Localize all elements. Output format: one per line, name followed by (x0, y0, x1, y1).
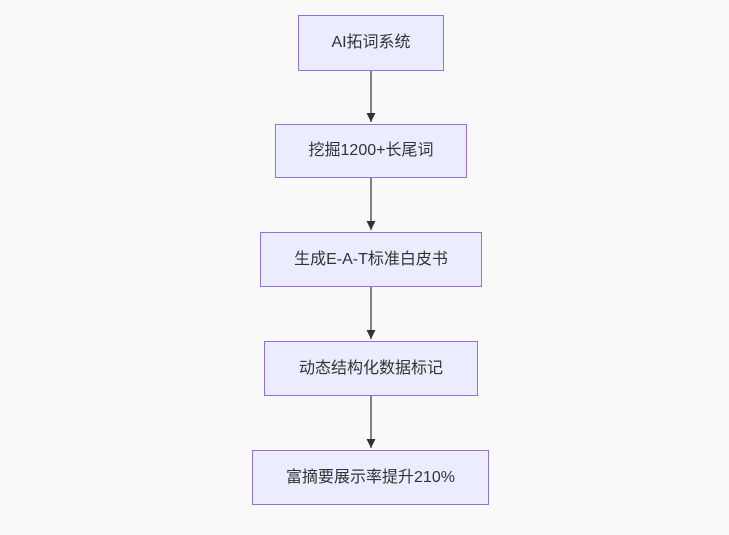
flow-node-structured-data: 动态结构化数据标记 (264, 341, 478, 396)
flow-node-label: 挖掘1200+长尾词 (308, 142, 434, 160)
flow-node-label: AI拓词系统 (331, 34, 411, 52)
flow-node-ai-word-expansion: AI拓词系统 (298, 15, 444, 71)
flow-node-eat-whitepaper: 生成E-A-T标准白皮书 (260, 232, 482, 287)
flow-node-label: 富摘要展示率提升210% (286, 468, 455, 486)
flow-node-label: 生成E-A-T标准白皮书 (294, 250, 448, 268)
flow-node-rich-snippet-result: 富摘要展示率提升210% (252, 450, 489, 505)
flow-node-label: 动态结构化数据标记 (298, 359, 443, 377)
flow-node-longtail-mining: 挖掘1200+长尾词 (275, 124, 467, 178)
